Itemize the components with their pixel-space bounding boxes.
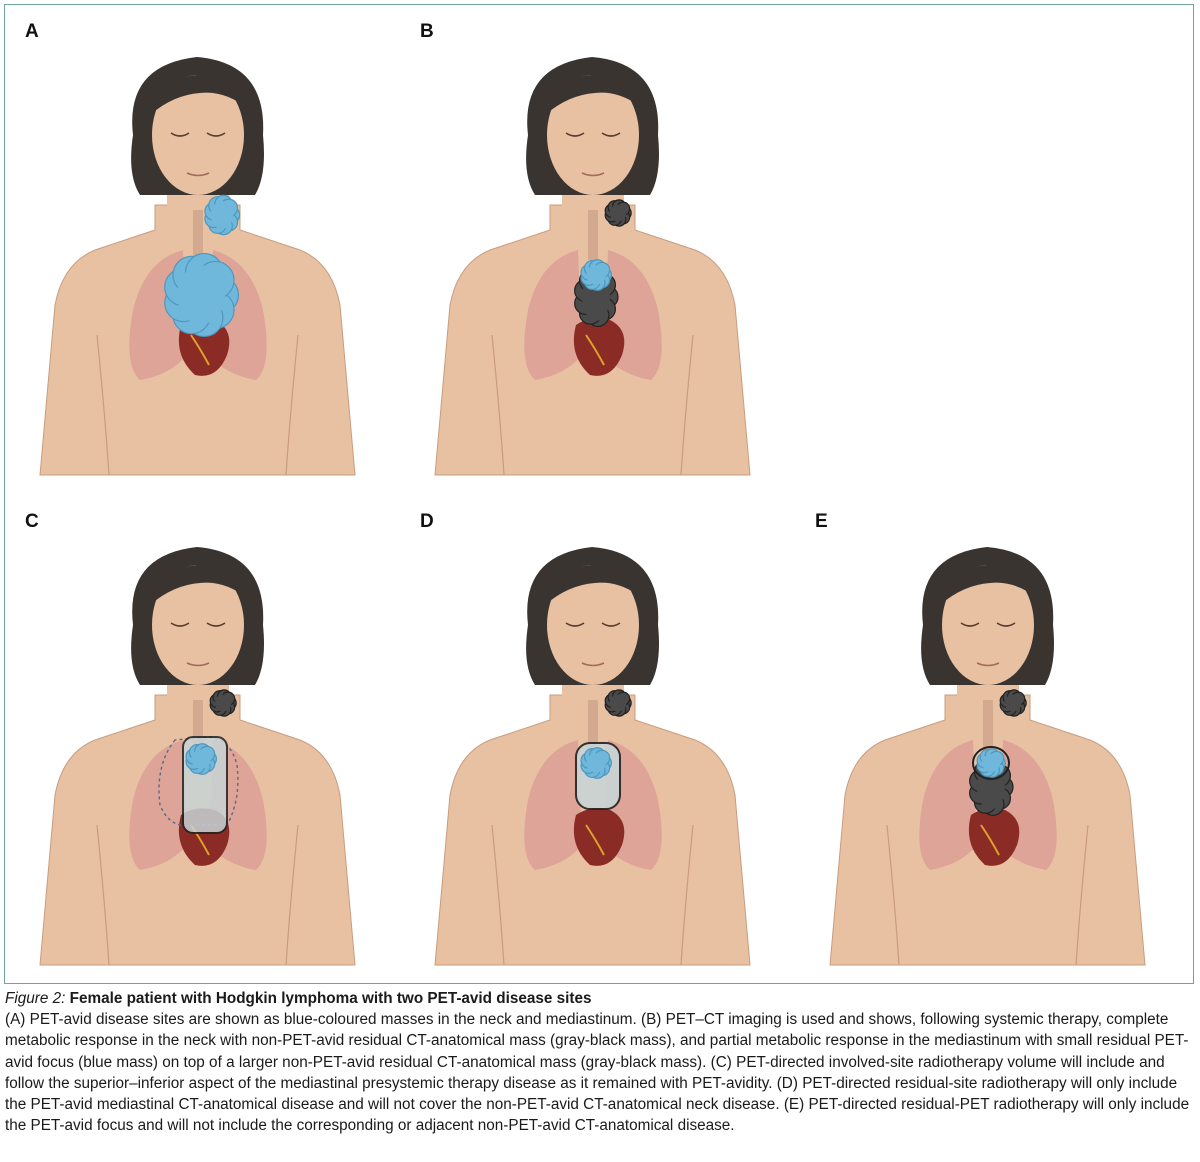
heart-vessel — [585, 334, 605, 366]
figure-label: Figure 2: — [5, 990, 66, 1007]
mouth — [186, 662, 210, 667]
face — [942, 565, 1034, 685]
hair-fringe — [940, 564, 1040, 605]
torso-illustration — [39, 57, 356, 476]
caption-title: Female patient with Hodgkin lymphoma wit… — [69, 990, 592, 1007]
heart-vessel — [585, 824, 605, 856]
hair-fringe — [545, 564, 645, 605]
heart-vessel — [980, 824, 1000, 856]
right-arm-contour — [285, 334, 299, 476]
left-eye — [170, 622, 190, 627]
left-arm-contour — [491, 824, 505, 966]
torso-illustration — [39, 547, 356, 966]
trachea — [983, 700, 993, 750]
mediastinal-pet-avid-mass — [164, 252, 240, 338]
torso-illustration — [829, 547, 1146, 966]
neck-pet-avid-mass — [204, 194, 241, 236]
heart — [573, 808, 625, 866]
mediastinal-pet-focus — [976, 748, 1006, 778]
right-arm-contour — [1075, 824, 1089, 966]
neck-residual-mass — [604, 199, 632, 227]
left-eye — [960, 622, 980, 627]
left-arm-contour — [96, 824, 110, 966]
panel-b: B — [400, 5, 790, 485]
left-lung — [524, 250, 582, 380]
right-eye — [206, 622, 226, 627]
panel-label: E — [815, 511, 828, 532]
neck-residual-mass — [209, 689, 237, 717]
hair-fringe — [150, 564, 250, 605]
panel-a: A — [5, 5, 395, 485]
panel-label: A — [25, 21, 39, 42]
mediastinal-pet-focus — [580, 747, 612, 779]
right-eye — [206, 132, 226, 137]
figure-caption: Figure 2: Female patient with Hodgkin ly… — [5, 988, 1195, 1136]
face — [152, 75, 244, 195]
mediastinal-pet-focus — [185, 743, 217, 775]
mouth — [581, 662, 605, 667]
left-lung — [524, 740, 582, 870]
panel-e: E — [795, 495, 1185, 975]
mediastinal-pet-focus — [580, 259, 612, 291]
right-eye — [601, 622, 621, 627]
mouth — [976, 662, 1000, 667]
trachea — [193, 210, 203, 260]
left-arm-contour — [491, 334, 505, 476]
face — [547, 75, 639, 195]
left-arm-contour — [96, 334, 110, 476]
torso-illustration — [434, 57, 751, 476]
face — [547, 565, 639, 685]
left-lung — [129, 740, 187, 870]
mouth — [581, 172, 605, 177]
neck-residual-mass — [999, 689, 1027, 717]
trachea — [193, 700, 203, 750]
right-arm-contour — [285, 824, 299, 966]
figure-frame: A B C D E — [4, 4, 1194, 984]
left-arm-contour — [886, 824, 900, 966]
torso-illustration — [434, 547, 751, 966]
trachea — [588, 700, 598, 750]
caption-body: (A) PET-avid disease sites are shown as … — [5, 1011, 1190, 1135]
left-eye — [565, 132, 585, 137]
right-arm-contour — [680, 824, 694, 966]
panel-d: D — [400, 495, 790, 975]
left-eye — [565, 622, 585, 627]
neck-residual-mass — [604, 689, 632, 717]
hair-fringe — [150, 74, 250, 115]
heart — [968, 808, 1020, 866]
heart-vessel — [190, 334, 210, 366]
right-arm-contour — [680, 334, 694, 476]
residual-pet-volume — [972, 746, 1010, 780]
left-eye — [170, 132, 190, 137]
panel-label: B — [420, 21, 434, 42]
mouth — [186, 172, 210, 177]
panel-c: C — [5, 495, 395, 975]
face — [152, 565, 244, 685]
left-lung — [919, 740, 977, 870]
right-eye — [996, 622, 1016, 627]
trachea — [588, 210, 598, 260]
panel-label: C — [25, 511, 39, 532]
caption-title-line: Figure 2: Female patient with Hodgkin ly… — [5, 988, 1195, 1009]
heart — [573, 318, 625, 376]
right-eye — [601, 132, 621, 137]
panel-label: D — [420, 511, 434, 532]
hair-fringe — [545, 74, 645, 115]
